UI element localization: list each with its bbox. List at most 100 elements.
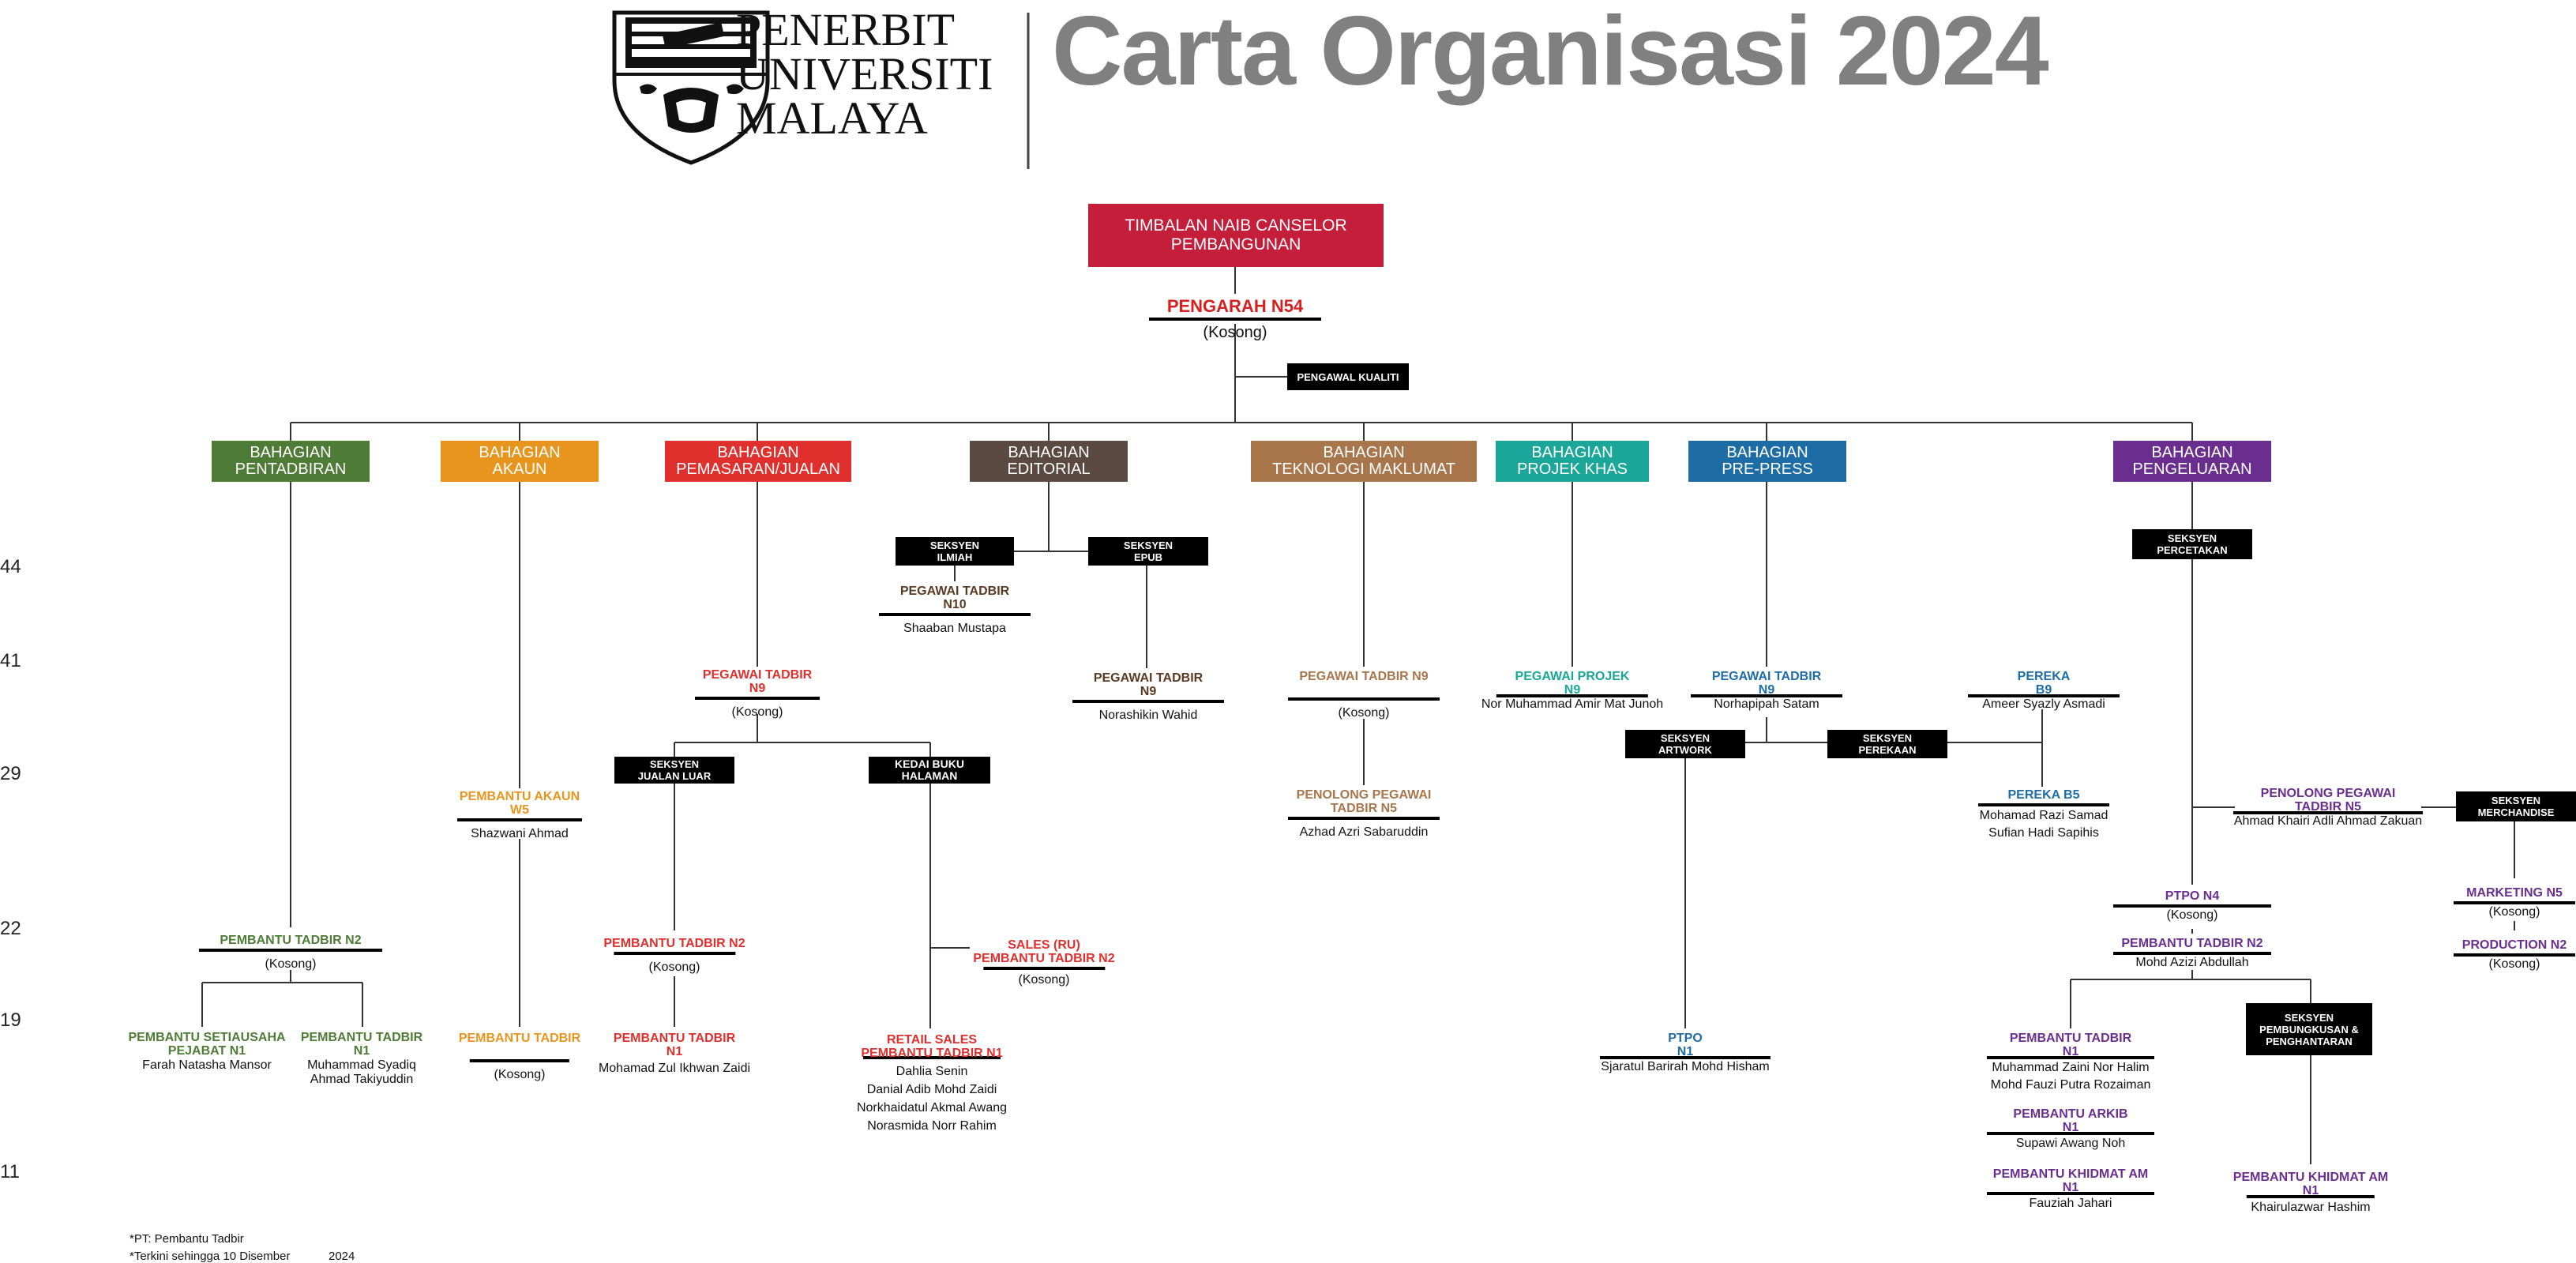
- grade-level-41: 41: [0, 650, 21, 671]
- position-retail-sales: RETAIL SALES PEMBANTU TADBIR N1 Dahlia S…: [857, 1033, 1007, 1135]
- section-label-2: ILMIAH: [937, 551, 973, 563]
- grade-level-19: 19: [0, 1009, 21, 1031]
- position-holder: (Kosong): [494, 1068, 546, 1081]
- position-title-2: N1: [2062, 1045, 2079, 1058]
- position-title-2: W5: [510, 803, 529, 817]
- position-title: PEGAWAI TADBIR: [1093, 671, 1204, 685]
- page-title: Carta Organisasi 2024: [1052, 0, 2049, 106]
- position-title: PEMBANTU TADBIR N2: [603, 937, 745, 950]
- position-holder: Mohamad Razi Samad: [1979, 809, 2108, 822]
- position-title: PEMBANTU AKAUN: [459, 790, 580, 803]
- position-holder: Dahlia Senin: [896, 1065, 968, 1078]
- position-title: PEGAWAI PROJEK: [1515, 670, 1630, 683]
- logo-line-1: PENERBIT: [736, 4, 956, 55]
- position-holder-3: Norkhaidatul Akmal Awang: [856, 1101, 1008, 1115]
- position-ppt-n5-pengeluaran: PENOLONG PEGAWAI TADBIR N5 Ahmad Khairi …: [2233, 787, 2423, 829]
- grade-level-29: 29: [0, 763, 21, 784]
- position-pp-n9: PEGAWAI PROJEK N9 Nor Muhammad Amir Mat …: [1481, 670, 1663, 712]
- position-ptpo-n1-prepress: PTPO N1 Sjaratul Barirah Mohd Hisham: [1600, 1032, 1771, 1075]
- position-holder: Ameer Syazly Asmadi: [1982, 697, 2105, 711]
- position-holder: Azhad Azri Sabaruddin: [1299, 825, 1429, 839]
- section-label-1: SEKSYEN: [929, 539, 980, 551]
- position-holder: (Kosong): [265, 957, 317, 971]
- division-label-1: BAHAGIAN: [1531, 444, 1613, 461]
- section-label-1: SEKSYEN: [2491, 795, 2541, 806]
- pengarah: PENGARAH N54 (Kosong): [1149, 297, 1321, 342]
- position-title-2: PEMBANTU TADBIR N2: [973, 952, 1115, 965]
- position-pa-w5: PEMBANTU AKAUN W5 Shazwani Ahmad: [457, 790, 582, 843]
- top-box-line-2: PEMBANGUNAN: [1170, 235, 1301, 254]
- pengarah-name: (Kosong): [1203, 324, 1267, 341]
- position-pereka-b9: PEREKA B9 Ameer Syazly Asmadi: [1968, 670, 2120, 712]
- division-label-1: BAHAGIAN: [2151, 444, 2233, 461]
- position-sales-ru: SALES (RU) PEMBANTU TADBIR N2 (Kosong): [973, 938, 1114, 987]
- position-pt-n1-akaun: PEMBANTU TADBIR (Kosong): [459, 1032, 580, 1084]
- position-title: PENOLONG PEGAWAI: [1296, 788, 1432, 802]
- position-holder: Farah Natasha Mansor: [142, 1058, 272, 1072]
- division-editorial: BAHAGIAN EDITORIAL: [970, 441, 1128, 482]
- position-holder: (Kosong): [1018, 973, 1070, 987]
- section-label-2: PEMBUNGKUSAN &: [2259, 1023, 2359, 1036]
- pengarah-title: PENGARAH N54: [1166, 296, 1304, 316]
- section-jualan-luar: SEKSYEN JUALAN LUAR: [614, 757, 734, 784]
- division-label-2: PRE-PRESS: [1722, 460, 1813, 478]
- section-percetakan: SEKSYEN PERCETAKAN: [2132, 529, 2252, 559]
- position-title-2: B9: [2035, 683, 2052, 697]
- position-title: PEMBANTU TADBIR: [300, 1031, 423, 1044]
- section-artwork: SEKSYEN ARTWORK: [1625, 730, 1745, 758]
- position-title: PEGAWAI TADBIR: [899, 585, 1010, 598]
- division-label-1: BAHAGIAN: [250, 444, 332, 461]
- position-title-2: PEJABAT N1: [167, 1044, 246, 1058]
- grade-level-11: 11: [0, 1161, 20, 1182]
- position-holder: Mohamad Zul Ikhwan Zaidi: [598, 1062, 751, 1075]
- position-title: SALES (RU): [1008, 938, 1080, 952]
- position-holder: (Kosong): [2488, 957, 2540, 971]
- section-label-1: SEKSYEN: [1123, 539, 1173, 551]
- section-label-1: SEKSYEN: [1660, 732, 1710, 744]
- position-pt-n2-pengeluaran: PEMBANTU TADBIR N2 Mohd Azizi Abdullah: [2113, 937, 2271, 970]
- top-box-tnc: TIMBALAN NAIB CANSELOR PEMBANGUNAN: [1088, 204, 1384, 267]
- footnote-pt: *PT: Pembantu Tadbir: [130, 1232, 244, 1246]
- position-title: PEGAWAI TADBIR N9: [1299, 670, 1429, 683]
- division-label-2: PEMASARAN/JUALAN: [676, 460, 840, 478]
- section-label-1: SEKSYEN: [2284, 1011, 2334, 1024]
- position-title-2: N1: [2062, 1181, 2079, 1194]
- position-title: PEMBANTU TADBIR: [458, 1032, 581, 1045]
- position-title-2: N9: [749, 682, 766, 695]
- section-label-1: SEKSYEN: [1862, 732, 1913, 744]
- position-holder-2: Sufian Hadi Sapihis: [1988, 826, 2099, 840]
- position-holder: Muhammad Zaini Nor Halim: [1992, 1061, 2150, 1074]
- position-title-2: TADBIR N5: [1330, 802, 1398, 815]
- position-holder: Supawi Awang Noh: [2015, 1137, 2126, 1150]
- position-pg-n9-pemasaran: PEGAWAI TADBIR N9 (Kosong): [695, 668, 820, 721]
- position-title: PRODUCTION N2: [2461, 938, 2567, 952]
- position-title: PEMBANTU TADBIR N2: [220, 934, 362, 947]
- section-label-2: JUALAN LUAR: [637, 770, 712, 782]
- position-holder: Shazwani Ahmad: [471, 827, 569, 840]
- footnote-year: 2024: [329, 1250, 355, 1263]
- position-holder: Norhapipah Satam: [1714, 697, 1819, 711]
- position-holder: (Kosong): [648, 960, 700, 974]
- position-holder: Shaaban Mustapa: [903, 622, 1006, 635]
- section-label-1: KEDAI BUKU HALAMAN: [895, 757, 964, 782]
- position-khidmat-am-a: PEMBANTU KHIDMAT AM N1 Fauziah Jahari: [1987, 1167, 2154, 1212]
- position-title-2: N1: [2302, 1184, 2319, 1197]
- section-pembungkusan: SEKSYEN PEMBUNGKUSAN & PENGHANTARAN: [2246, 1003, 2372, 1055]
- position-title: PEGAWAI TADBIR: [702, 668, 813, 682]
- position-holder: Muhammad Syadiq: [307, 1058, 416, 1072]
- section-label-2: EPUB: [1133, 551, 1163, 563]
- position-title-2: N9: [1758, 683, 1775, 697]
- position-title-2: N9: [1564, 683, 1581, 697]
- position-title: PEMBANTU TADBIR: [2009, 1032, 2132, 1045]
- division-label-2: EDITORIAL: [1007, 460, 1091, 478]
- division-label-2: PROJEK KHAS: [1516, 460, 1628, 478]
- position-holder: Fauziah Jahari: [2029, 1197, 2112, 1210]
- position-holder-2: Mohd Fauzi Putra Rozaiman: [1990, 1078, 2151, 1092]
- division-pengeluaran: BAHAGIAN PENGELUARAN: [2113, 441, 2271, 482]
- section-perekaan: SEKSYEN PEREKAAN: [1827, 730, 1947, 758]
- section-label-2: PERCETAKAN: [2157, 544, 2228, 556]
- position-title: PTPO N4: [2165, 889, 2220, 903]
- division-label-1: BAHAGIAN: [1008, 444, 1090, 461]
- section-ilmiah: SEKSYEN ILMIAH: [896, 537, 1014, 566]
- section-label-2: MERCHANDISE: [2477, 806, 2555, 818]
